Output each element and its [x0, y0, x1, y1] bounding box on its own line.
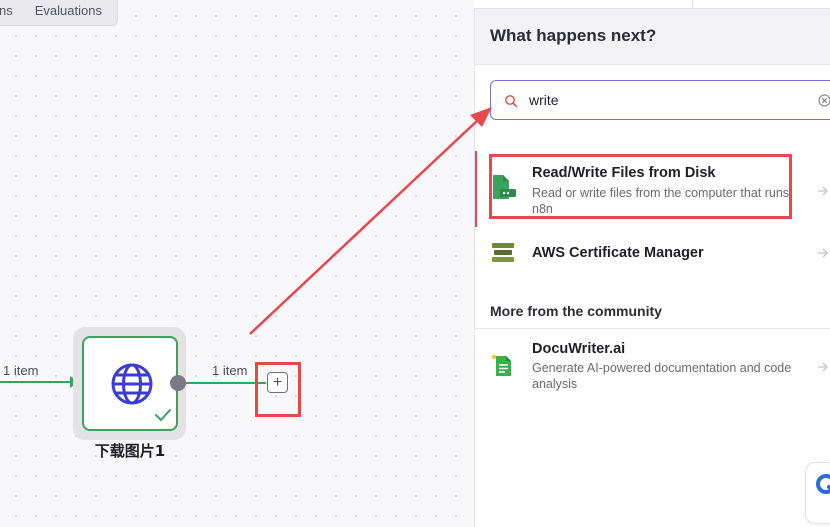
node-output-handle[interactable]	[170, 375, 186, 391]
node-name-label: 下载图片1	[94, 442, 166, 460]
chevron-right-icon	[818, 362, 828, 372]
result-item-read-write-files[interactable]: Read/Write Files from Disk Read or write…	[475, 151, 830, 227]
output-connection-label: 1 item	[212, 363, 248, 378]
check-icon	[155, 409, 171, 421]
add-node-button[interactable]: +	[267, 372, 288, 393]
docuwriter-icon	[492, 355, 511, 376]
tab-evaluations[interactable]: Evaluations	[34, 2, 102, 18]
http-request-node[interactable]	[82, 336, 178, 431]
search-input[interactable]	[529, 89, 809, 111]
input-connection-label: 1 item	[3, 363, 39, 378]
result-item-docuwriter[interactable]: DocuWriter.ai Generate AI-powered docume…	[475, 339, 830, 395]
chevron-right-icon	[818, 186, 828, 196]
result-item-aws-certificate-manager[interactable]: AWS Certificate Manager	[475, 235, 830, 275]
workflow-canvas[interactable]	[0, 0, 474, 527]
globe-icon	[111, 363, 153, 405]
chevron-right-icon	[818, 248, 828, 258]
result-title: DocuWriter.ai	[532, 341, 626, 357]
top-bar	[474, 0, 830, 9]
panel-header: What happens next?	[475, 9, 830, 65]
selected-item-indicator	[475, 151, 477, 227]
top-bar-divider	[692, 0, 693, 9]
search-icon	[505, 95, 518, 108]
file-disk-icon	[493, 175, 516, 199]
result-title: AWS Certificate Manager	[532, 245, 704, 261]
result-title: Read/Write Files from Disk	[532, 165, 716, 181]
tab-executions[interactable]: ns	[0, 2, 13, 18]
panel-title: What happens next?	[490, 26, 657, 45]
chat-icon	[816, 474, 830, 494]
output-connection-line	[186, 382, 266, 384]
section-divider	[475, 328, 830, 329]
node-search-box[interactable]	[490, 80, 830, 120]
result-description: Read or write files from the computer th…	[532, 186, 790, 216]
annotation-highlight-add-button	[255, 362, 301, 417]
chat-widget[interactable]	[805, 462, 830, 524]
clear-search-icon[interactable]	[818, 94, 830, 107]
result-description: Generate AI-powered documentation and co…	[532, 361, 792, 391]
node-creator-panel: What happens next? Read/Write Files from…	[474, 9, 830, 527]
community-section-title: More from the community	[490, 303, 662, 319]
canvas-tabs: ns Evaluations	[0, 0, 118, 26]
input-connection-line	[0, 381, 78, 383]
aws-certificate-icon	[492, 243, 514, 262]
